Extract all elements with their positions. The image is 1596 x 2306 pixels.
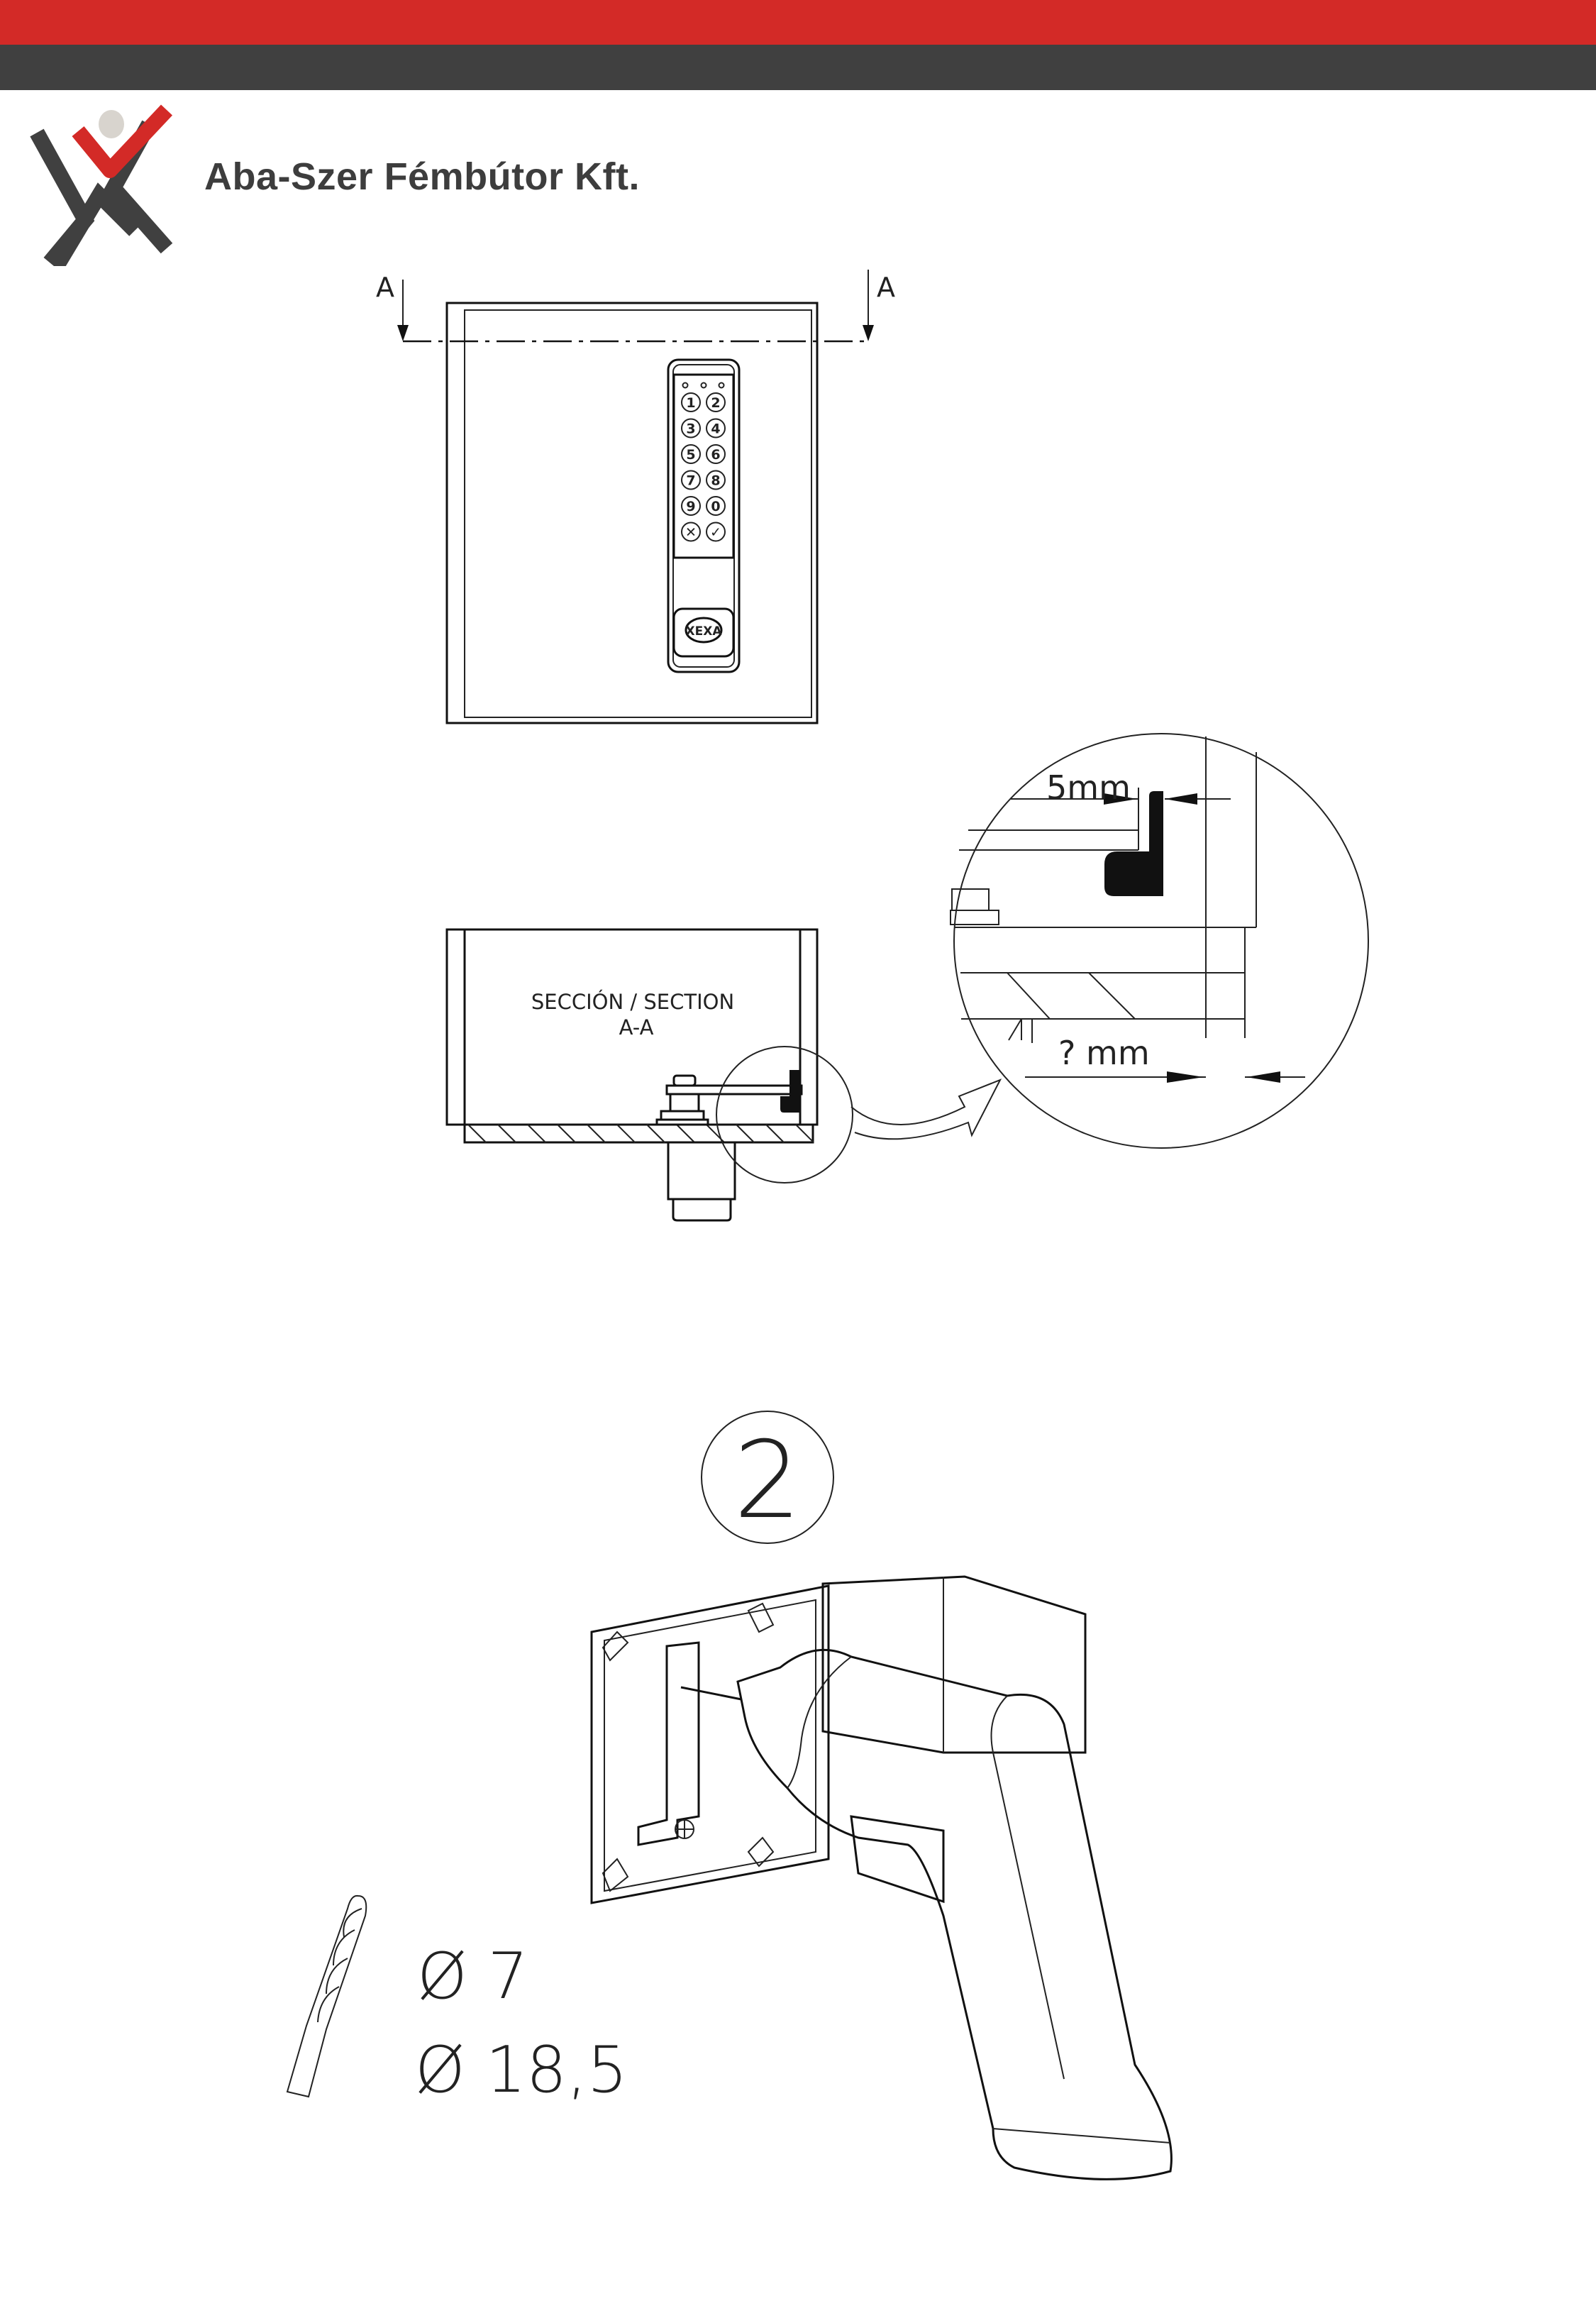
keypad-key	[706, 444, 726, 464]
step-number: 2	[733, 1419, 801, 1543]
keypad-key	[681, 522, 701, 542]
keypad-key-label: ✓	[710, 525, 721, 541]
keypad-key-label: ✕	[685, 525, 697, 541]
keypad-key	[706, 470, 726, 490]
drilling-illustration	[590, 1575, 1173, 2180]
keypad-key	[681, 418, 701, 438]
dimension-unknown-mm: ? mm	[1058, 1034, 1150, 1072]
keypad-key-label: 4	[711, 421, 720, 437]
hatch-line	[616, 1124, 636, 1143]
section-marker-right: A	[877, 272, 895, 303]
hatch-line	[795, 1124, 814, 1143]
dimension-5mm: 5mm	[1046, 768, 1131, 807]
keypad-key-label: 5	[686, 447, 695, 463]
front-view: A A	[376, 270, 895, 724]
keypad-key-label: 1	[686, 395, 695, 411]
company-name: Aba-Szer Fémbútor Kft.	[204, 155, 641, 198]
hatch-line	[527, 1124, 546, 1143]
keypad-key-label: 3	[686, 421, 695, 437]
step-badge: 2	[701, 1411, 834, 1544]
keypad-key	[706, 496, 726, 516]
keypad-key	[681, 392, 701, 412]
hatch-line	[587, 1124, 606, 1143]
hatch-line	[497, 1124, 516, 1143]
hatch-line	[676, 1124, 695, 1143]
section-label: SECCIÓN / SECTION	[531, 990, 734, 1014]
keypad-key-label: 8	[711, 473, 720, 489]
drill-bit-icon	[286, 1894, 367, 2098]
section-view: SECCIÓN / SECTION A-A	[445, 928, 1002, 1222]
section-label-aa: A-A	[619, 1015, 654, 1039]
keypad-key	[681, 470, 701, 490]
keypad-key-label: 2	[711, 395, 720, 411]
keypad-key-label: 9	[686, 499, 695, 514]
keypad-key	[706, 392, 726, 412]
detail-view: 5mm ? mm	[950, 733, 1369, 1149]
keypad-key	[706, 418, 726, 438]
keypad-key	[681, 496, 701, 516]
drill-diameter-18-5: Ø 18,5	[415, 2033, 628, 2107]
hatch-line	[646, 1124, 665, 1143]
keypad-key-label: 0	[711, 499, 720, 514]
hatch-line	[557, 1124, 576, 1143]
hatch-line	[736, 1124, 755, 1143]
hatch-line	[467, 1124, 487, 1143]
keypad-key	[706, 522, 726, 542]
hatch-line	[765, 1124, 785, 1143]
header-red-bar	[0, 0, 1596, 45]
keypad-key-label: 6	[711, 447, 720, 463]
keypad-key	[681, 444, 701, 464]
drill-diameter-7: Ø 7	[417, 1939, 528, 2014]
header-dark-bar	[0, 45, 1596, 90]
keypad-key-label: 7	[686, 473, 695, 489]
section-marker-left: A	[376, 272, 394, 303]
company-logo	[30, 104, 173, 266]
keypad-brand-logo: XEXA	[686, 624, 723, 639]
